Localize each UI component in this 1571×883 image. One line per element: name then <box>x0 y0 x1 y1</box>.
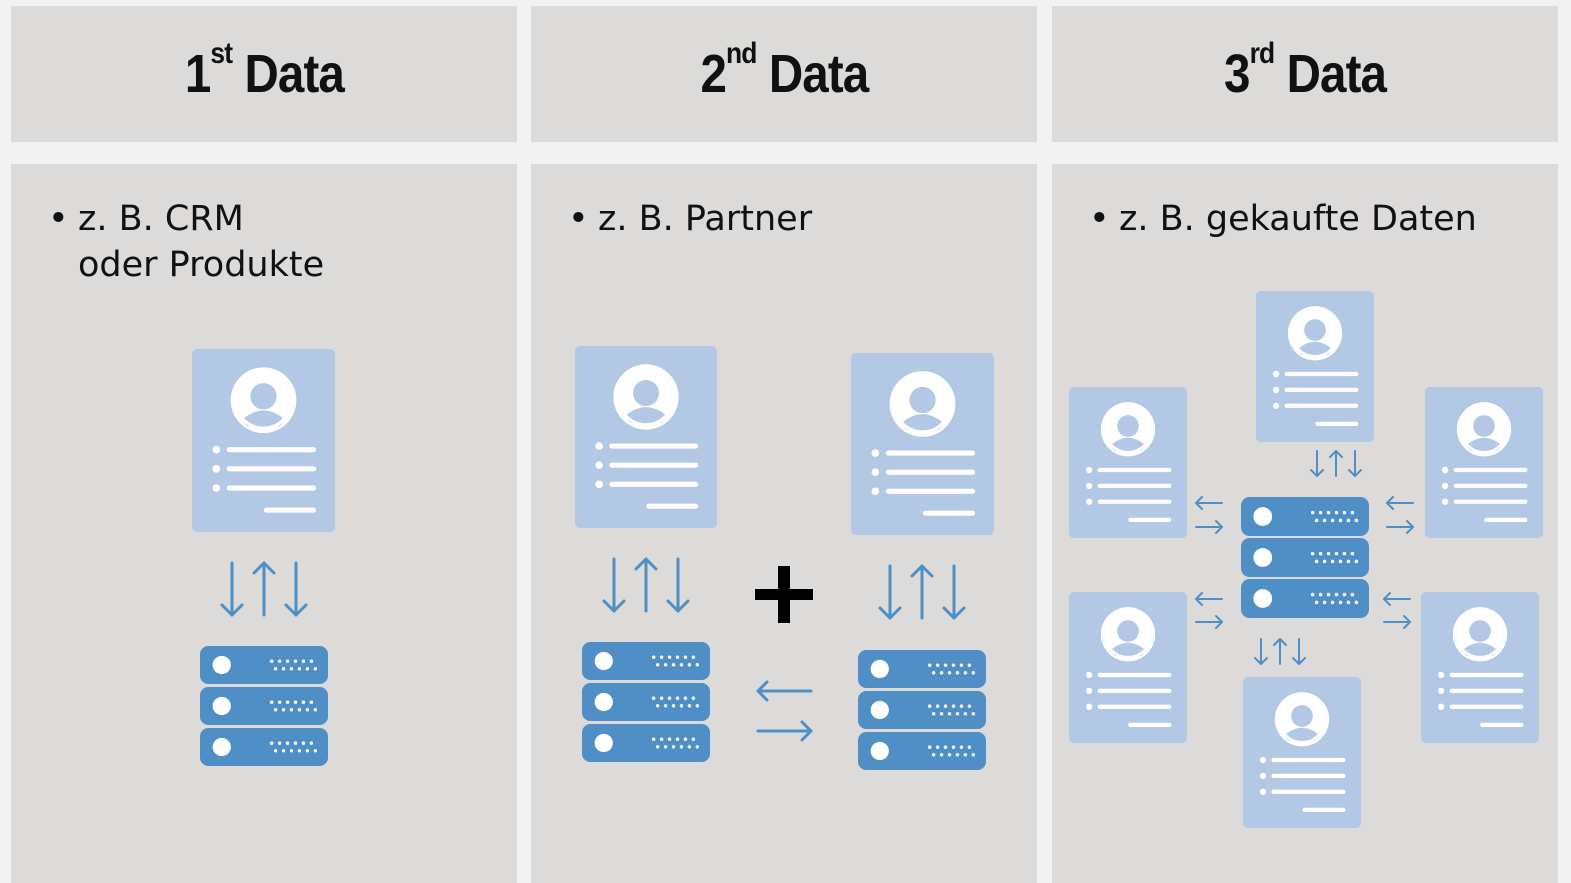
bullet-text: z. B. gekaufte Daten <box>1119 199 1477 239</box>
header-title: 1st Data <box>184 37 344 105</box>
user-profile-card-icon <box>1243 677 1361 828</box>
user-profile-card-icon <box>1425 387 1543 538</box>
server-rack-icon <box>1241 497 1369 618</box>
bullet-text: z. B. CRM oder Produkte <box>78 199 325 285</box>
user-profile-card-icon <box>1069 387 1187 538</box>
bullet-text: z. B. Partner <box>598 199 813 239</box>
user-profile-card-icon <box>1421 592 1539 743</box>
header-title: 2nd Data <box>700 37 869 105</box>
sync-arrows-icon <box>220 561 308 617</box>
sync-arrows-icon <box>602 557 690 613</box>
header-1st-data: 1st Data <box>11 6 517 142</box>
user-profile-card-icon <box>851 353 994 535</box>
user-profile-card-icon <box>1256 291 1374 442</box>
sync-arrows-icon <box>1254 638 1306 665</box>
sync-arrows-icon <box>1310 450 1362 477</box>
sync-arrows-icon <box>878 564 966 620</box>
server-rack-icon <box>858 650 986 770</box>
exchange-arrows-icon <box>1195 496 1223 534</box>
exchange-arrows-icon <box>756 680 813 742</box>
exchange-arrows-icon <box>1195 592 1223 629</box>
bullet-dot: • <box>1089 199 1110 239</box>
user-profile-card-icon <box>192 349 335 532</box>
server-rack-icon <box>200 646 328 766</box>
server-rack-icon <box>582 642 710 762</box>
exchange-arrows-icon <box>1386 496 1414 534</box>
bullet-dot: • <box>568 199 589 239</box>
header-title: 3rd Data <box>1223 37 1387 105</box>
user-profile-card-icon <box>1069 592 1187 743</box>
plus-icon <box>755 566 813 623</box>
header-3rd-data: 3rd Data <box>1052 6 1558 142</box>
user-profile-card-icon <box>575 346 717 528</box>
bullet-dot: • <box>48 199 69 239</box>
header-2nd-data: 2nd Data <box>531 6 1037 142</box>
exchange-arrows-icon <box>1383 592 1411 629</box>
